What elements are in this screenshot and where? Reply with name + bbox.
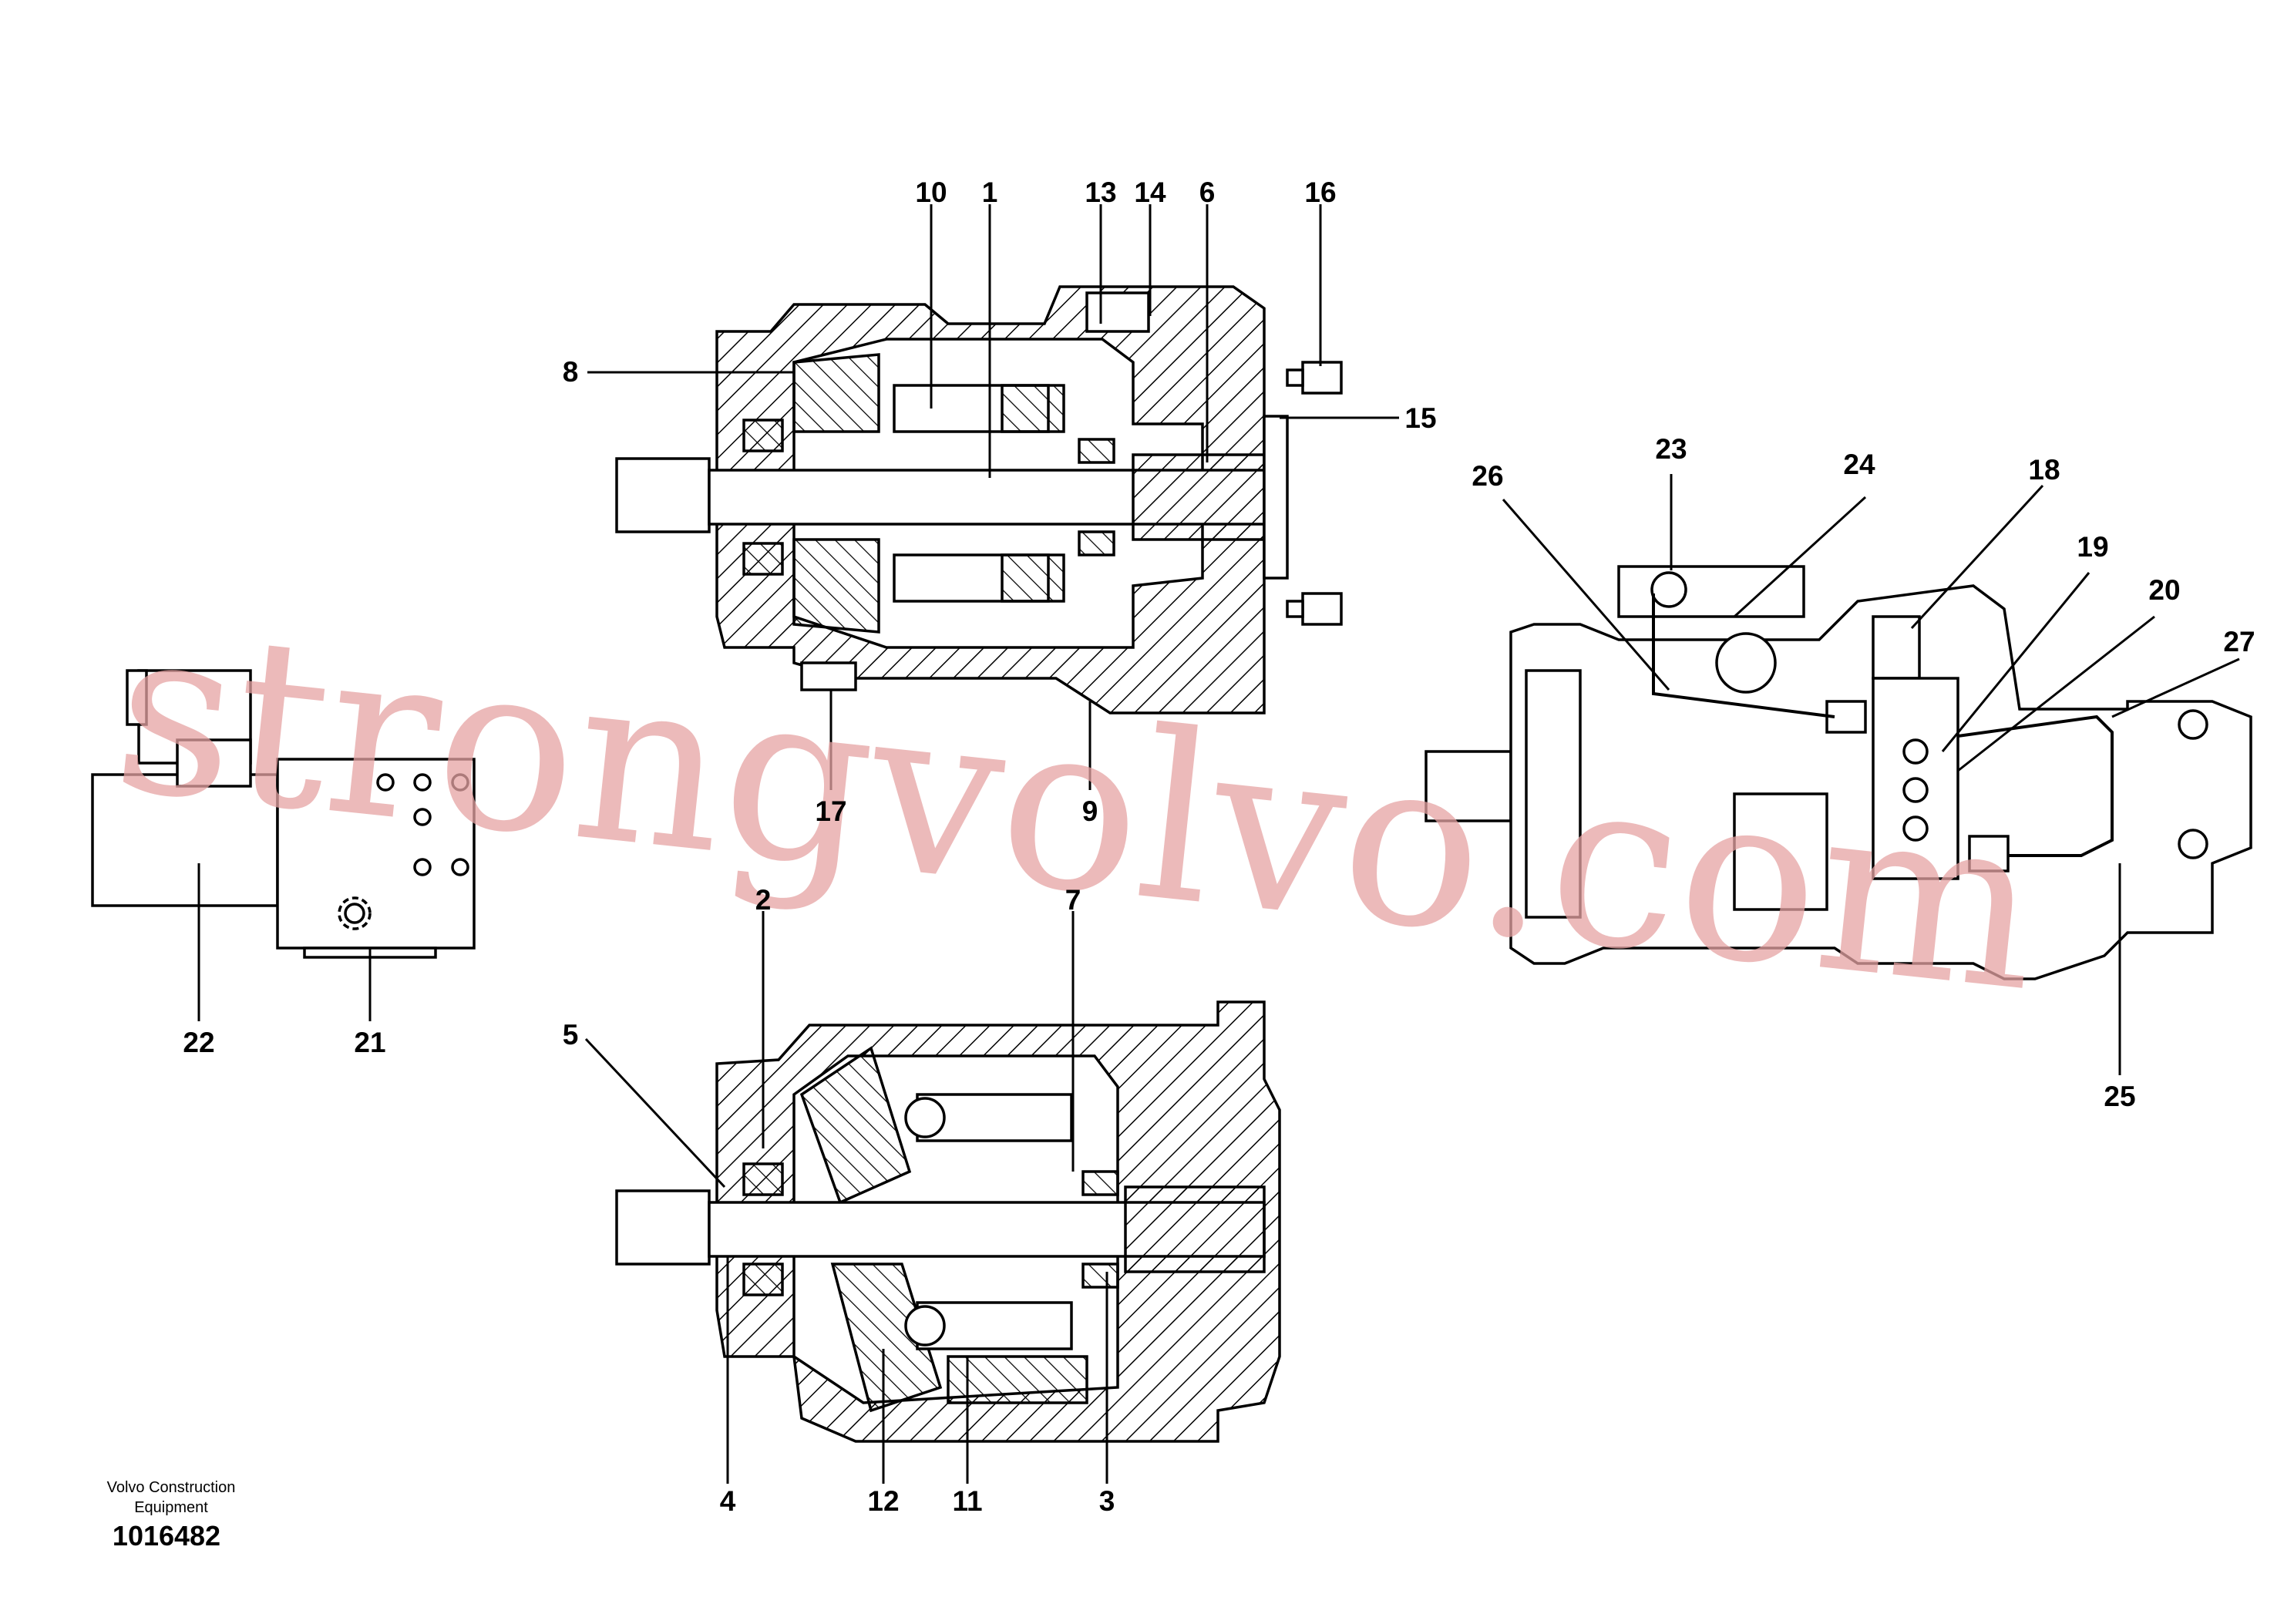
callout-19: 19	[2077, 531, 2108, 563]
bottom-section-view	[615, 1000, 1281, 1443]
callout-5: 5	[563, 1019, 579, 1051]
callout-3: 3	[1099, 1485, 1115, 1517]
solenoid-valve-view	[91, 669, 476, 959]
callout-7: 7	[1065, 884, 1081, 916]
callout-24: 24	[1843, 449, 1875, 480]
callout-9: 9	[1082, 795, 1098, 827]
callout-20: 20	[2148, 574, 2180, 606]
callout-8: 8	[563, 356, 579, 388]
callout-numbers: 10 1 13 14 6 16 8 15 17 9 2 7 5 4 12 11 …	[183, 177, 2255, 1517]
callout-12: 12	[867, 1485, 899, 1517]
callout-23: 23	[1655, 433, 1687, 465]
callout-13: 13	[1085, 177, 1116, 208]
callout-1: 1	[982, 177, 998, 208]
callout-21: 21	[354, 1027, 385, 1058]
callout-14: 14	[1134, 177, 1166, 208]
callout-26: 26	[1472, 460, 1503, 492]
top-section-view	[615, 285, 1343, 714]
maker-name-line1: Volvo Construction	[107, 1479, 236, 1496]
callout-2: 2	[755, 884, 772, 916]
callout-25: 25	[2104, 1081, 2135, 1112]
callout-15: 15	[1404, 402, 1436, 434]
drawing-footer: Volvo Construction Equipment 1016482	[107, 1479, 236, 1552]
callout-17: 17	[815, 795, 846, 827]
callout-4: 4	[720, 1485, 736, 1517]
drawing-number: 1016482	[113, 1520, 220, 1552]
callout-22: 22	[183, 1027, 214, 1058]
callout-6: 6	[1199, 177, 1216, 208]
leader-lines	[197, 204, 2240, 1484]
callout-18: 18	[2028, 454, 2060, 486]
callout-11: 11	[952, 1485, 982, 1517]
maker-name-line2: Equipment	[134, 1499, 208, 1516]
callout-10: 10	[915, 177, 947, 208]
callout-16: 16	[1304, 177, 1336, 208]
pump-exterior-view	[1424, 565, 2252, 980]
callout-27: 27	[2223, 626, 2255, 657]
